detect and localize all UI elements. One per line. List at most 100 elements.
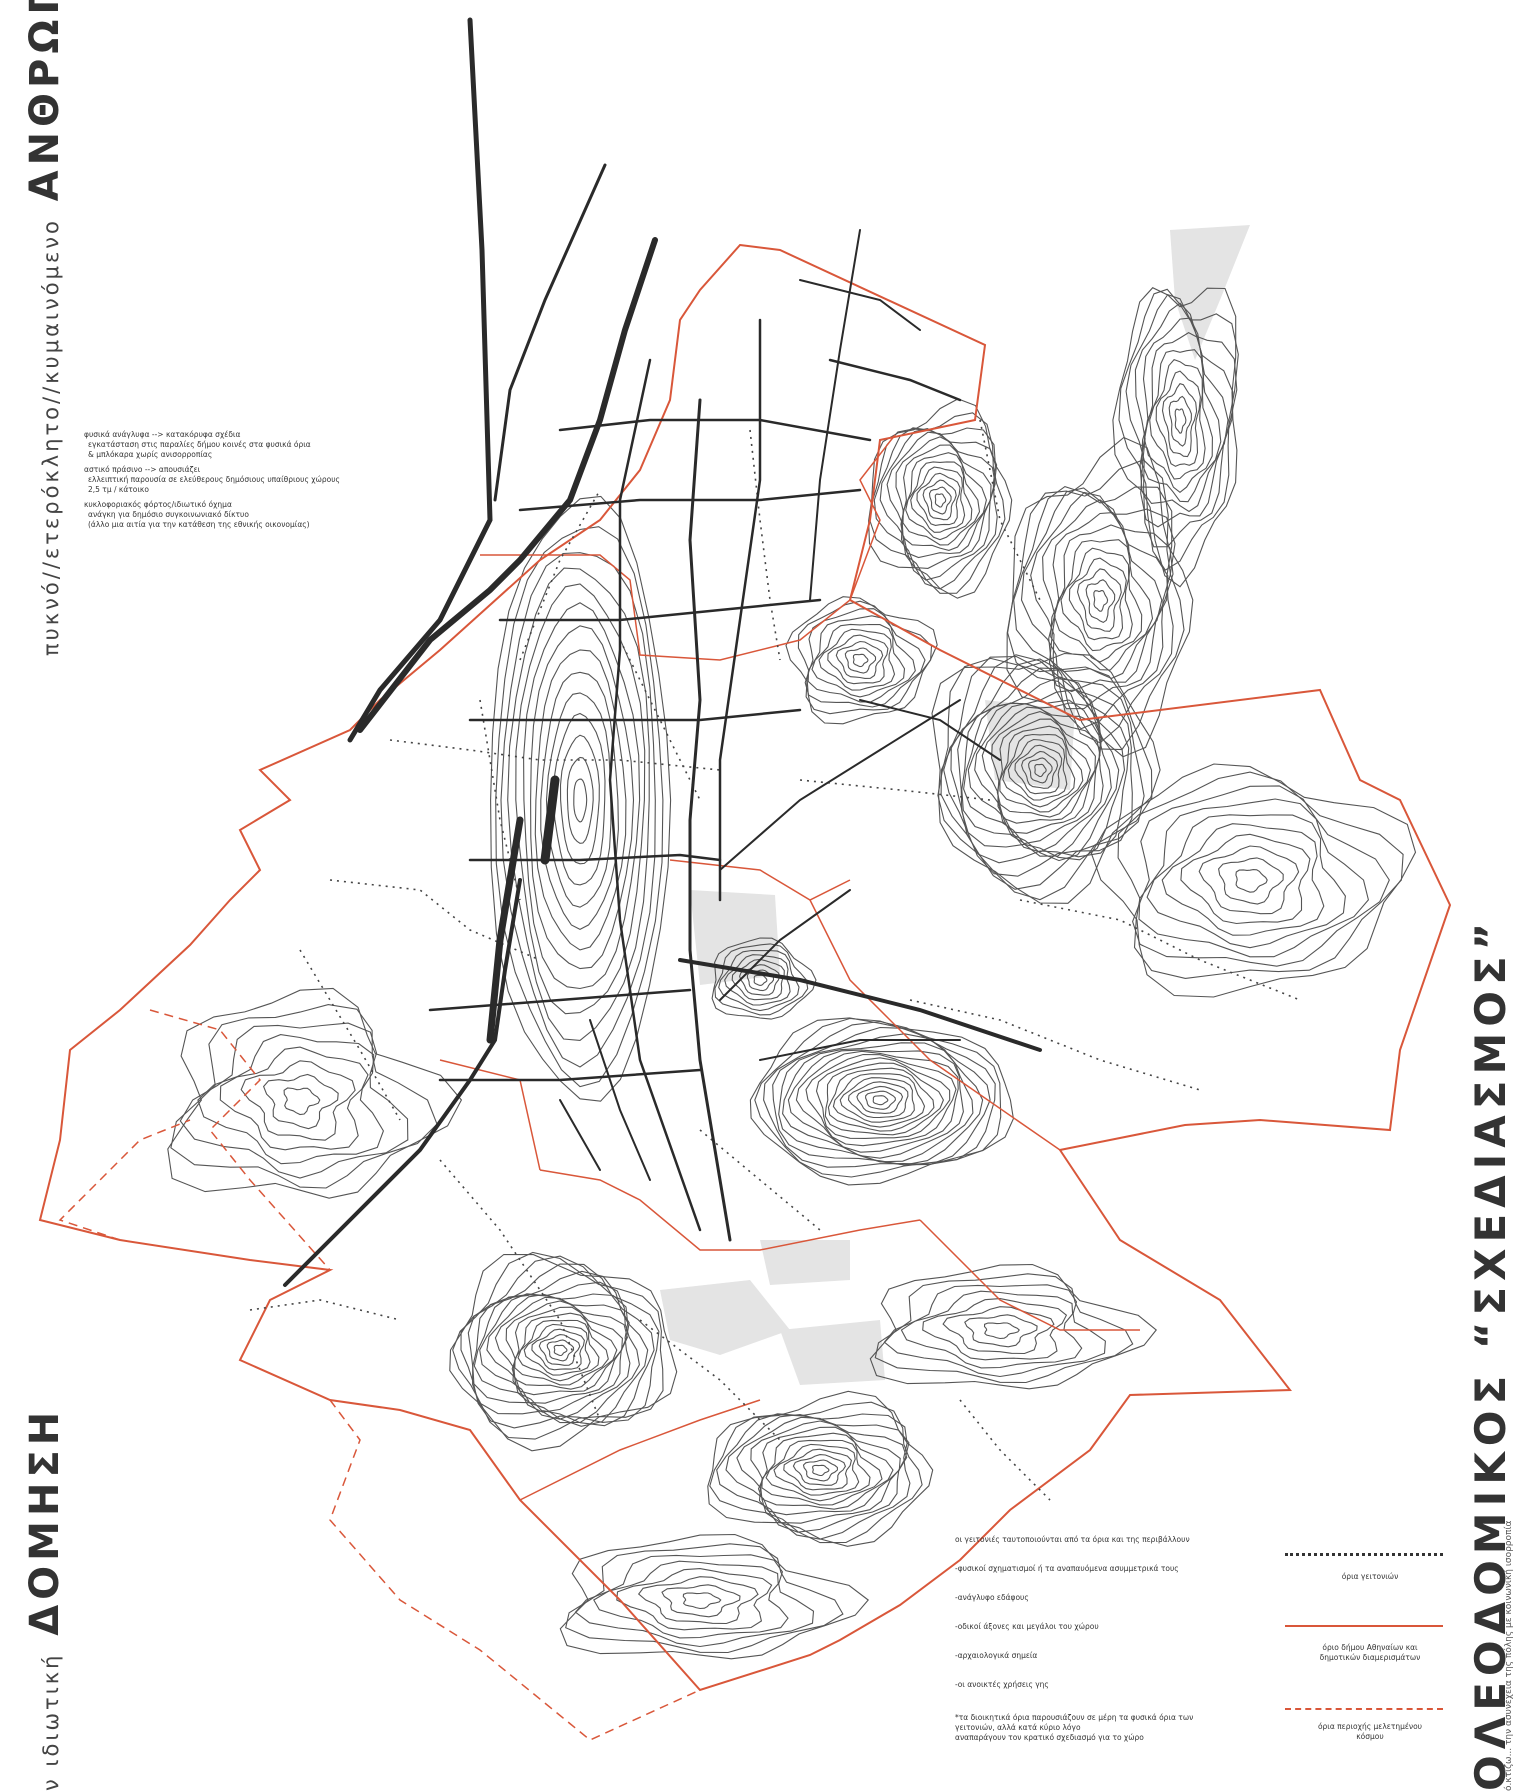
contour-line	[785, 596, 938, 725]
legend-list-item: -φυσικοί σχηματισμοί ή τα αναπαυόμενα ασ…	[955, 1564, 1179, 1573]
contour-line	[1132, 785, 1390, 967]
contour-line	[773, 1443, 860, 1496]
contour-line	[922, 1298, 1068, 1361]
contour-line	[999, 725, 1084, 813]
contour-line	[479, 1293, 631, 1420]
legend-list-item: -αρχαιολογικά σημεία	[955, 1651, 1038, 1660]
contour-line	[835, 640, 884, 679]
contour-line	[827, 634, 889, 685]
contour-line	[916, 472, 961, 526]
contour-line	[460, 1255, 660, 1429]
contour-line	[922, 479, 957, 521]
contour-line	[981, 706, 1101, 834]
contour-line	[219, 1046, 369, 1151]
contour-line	[1006, 436, 1194, 758]
contour-line	[1020, 487, 1176, 730]
contour-line	[1028, 757, 1053, 784]
contour-line	[812, 1464, 830, 1477]
legend-key-label: όριο δήμου Αθηναίων και δημοτικών διαμερ…	[1285, 1643, 1455, 1663]
contour-line	[902, 452, 981, 546]
left-title-small-1: ν ιδιωτική	[39, 1652, 63, 1791]
contour-line	[1060, 547, 1133, 652]
contour-line	[991, 711, 1096, 824]
contour-line	[716, 1413, 911, 1540]
contour-line	[746, 969, 775, 992]
contour-line	[879, 428, 998, 581]
note-line: & μπλόκαρα χωρίς ανισορροπίας	[88, 450, 213, 459]
contour-line	[1085, 579, 1116, 624]
note-line: εγκατάσταση στις παραλίες δήμου κοινές σ…	[88, 440, 311, 449]
contour-line	[1034, 763, 1047, 778]
contour-line	[865, 1090, 896, 1110]
road-network	[283, 17, 1042, 1287]
legend-list-item: -ανάγλυφο εδάφους	[955, 1593, 1029, 1602]
legend-list-item: -οι ανοικτές χρήσεις γης	[955, 1680, 1049, 1689]
contour-line	[559, 734, 600, 865]
contour-line	[1021, 750, 1059, 789]
contour-line	[942, 1306, 1055, 1355]
contour-line	[1174, 408, 1187, 434]
footnote-line: αναπαράγουν τον κρατικό σχεδιασμό για το…	[955, 1733, 1144, 1742]
contour-line	[1161, 823, 1325, 936]
contour-line	[872, 1095, 889, 1106]
contour-line	[1112, 287, 1238, 588]
contour-line	[711, 937, 817, 1020]
contour-line	[1048, 512, 1163, 680]
contour-line	[950, 658, 1130, 864]
contour-line	[1141, 331, 1222, 503]
contour-line	[1030, 491, 1174, 710]
contour-line	[1180, 833, 1311, 925]
contour-line	[1050, 524, 1154, 671]
contour-line	[886, 431, 996, 569]
contour-line	[815, 1057, 951, 1139]
contour-line	[538, 1334, 581, 1366]
contour-line	[874, 1273, 1134, 1384]
contour-line	[718, 949, 800, 1012]
legend-key-dashed	[1285, 1708, 1443, 1710]
contour-line	[1139, 317, 1229, 513]
contour-line	[736, 1416, 908, 1524]
left-vertical-title: ν ιδιωτική ΔΟΜΗΣΗ πυκνό//ετερόκλητο//κυμ…	[22, 0, 68, 1791]
note-line: ανάγκη για δημόσιο συγκοινωνιακό δίκτυο	[88, 510, 249, 519]
contour-line	[1134, 302, 1234, 528]
contour-line	[545, 692, 612, 908]
contour-line	[731, 958, 785, 1001]
contour-line	[167, 987, 463, 1199]
contour-line	[818, 628, 896, 691]
legend-key-text: όρια γειτονιών	[1341, 1572, 1399, 1581]
contour-line	[283, 1087, 321, 1116]
note-line: ελλειπτική παρουσία σε ελεύθερους δημόσι…	[88, 475, 340, 484]
contour-line	[807, 615, 916, 703]
contour-line	[724, 954, 791, 1006]
legend-list-item: -οδικοί άξονες και μεγάλοι του χώρου	[955, 1622, 1099, 1631]
contour-line	[725, 1413, 910, 1533]
left-title-small-2: πυκνό//ετερόκλητο//κυμαινόμενο	[39, 218, 63, 656]
contour-line	[240, 1060, 356, 1141]
contour-line	[565, 1543, 844, 1654]
contour-line	[452, 1251, 664, 1440]
contour-line	[1138, 798, 1370, 958]
note-line: 2,5 τμ / κάτοικο	[88, 485, 149, 494]
contour-line	[1155, 370, 1201, 467]
contour-line	[490, 495, 672, 1102]
contour-line	[714, 943, 809, 1016]
contour-line	[709, 1401, 923, 1544]
contour-line	[940, 655, 1145, 890]
contour-line	[486, 1293, 630, 1413]
contour-line	[1118, 288, 1239, 571]
contour-line	[707, 1390, 934, 1547]
contour-line	[1218, 857, 1284, 905]
municipal-boundary	[38, 243, 1452, 1692]
contour-line	[616, 1568, 773, 1631]
right-vertical-note: ό.κτίζω... την ασυνέχεια της πόλης με κο…	[1504, 1520, 1514, 1791]
contour-line	[1042, 499, 1169, 693]
contour-line	[1013, 485, 1174, 744]
legend-list: οι γειτονιές ταυτοποιούνται από τα όρια …	[955, 1535, 1255, 1709]
notes-block: φυσικά ανάγλυφα --> κατακόρυφα σχέδια εγ…	[84, 430, 464, 535]
contour-line	[531, 1328, 585, 1371]
contour-line	[928, 486, 952, 515]
contour-line	[847, 1081, 909, 1119]
contour-line	[1090, 763, 1417, 998]
contour-line	[839, 1077, 915, 1123]
